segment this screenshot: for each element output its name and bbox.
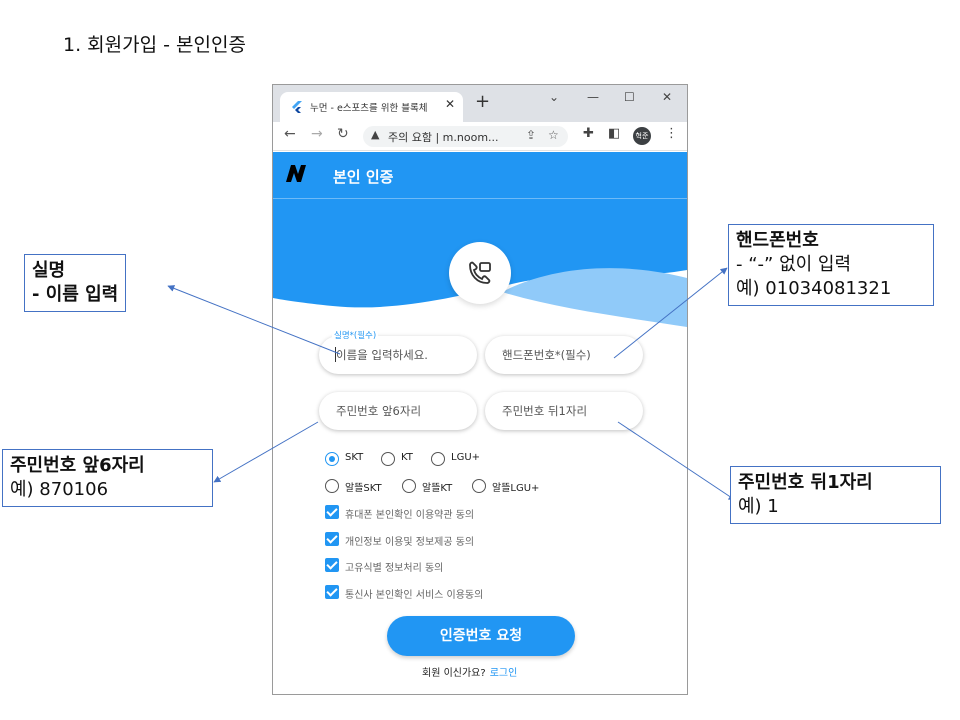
checkbox-label: 개인정보 이용및 정보제공 동의 (345, 537, 475, 548)
callout-text: 예) 01034081321 (736, 278, 892, 299)
phone-badge (449, 242, 511, 304)
checkbox-label: 고유식별 정보처리 동의 (345, 563, 444, 574)
menu-kebab-icon[interactable]: ⋮ (665, 126, 678, 141)
slide-title: 1. 회원가입 - 본인인증 (63, 34, 246, 56)
request-code-button[interactable]: 인증번호 요청 (387, 616, 575, 656)
callout-name: 실명 - 이름 입력 (24, 254, 127, 312)
warning-icon[interactable]: ▲ (371, 128, 380, 141)
checkbox-checked-icon (325, 532, 339, 546)
tab-search-icon[interactable]: ⌄ (549, 90, 560, 104)
callout-title: 주민번호 뒤1자리 (738, 472, 873, 493)
tab-bar: 누먼 - e스포츠를 위한 블록체 ✕ + ⌄ — ☐ ✕ (273, 85, 687, 122)
checkbox-checked-icon (325, 585, 339, 599)
phone-placeholder: 핸드폰번호*(필수) (502, 348, 591, 362)
callout-title: 실명 (32, 260, 66, 281)
name-placeholder: 이름을 입력하세요. (336, 348, 428, 362)
extensions-icon[interactable]: ✚ (583, 126, 594, 141)
reload-icon[interactable]: ↻ (337, 126, 349, 142)
url-input[interactable]: ▲ 주의 요함 | m.noom... ⇪ ☆ (363, 126, 568, 147)
checkbox-checked-icon (325, 505, 339, 519)
tab-title: 누먼 - e스포츠를 위한 블록체 (310, 103, 428, 114)
url-text: 주의 요함 | m.noom... (388, 131, 499, 144)
radio-label: LGU+ (451, 452, 481, 463)
login-link[interactable]: 로그인 (489, 668, 518, 679)
checkbox-checked-icon (325, 558, 339, 572)
rrn-front-placeholder: 주민번호 앞6자리 (336, 404, 422, 418)
header-divider (273, 198, 687, 199)
radio-label: 알뜰KT (422, 483, 453, 494)
bookmark-star-icon[interactable]: ☆ (548, 128, 559, 142)
callout-text: 예) 1 (738, 496, 779, 517)
name-input[interactable]: 실명*(필수) 이름을 입력하세요. (319, 329, 477, 374)
callout-phone: 핸드폰번호 - “-” 없이 입력 예) 01034081321 (728, 224, 934, 306)
flutter-favicon-icon (292, 101, 302, 113)
browser-window: 누먼 - e스포츠를 위한 블록체 ✕ + ⌄ — ☐ ✕ ← → ↻ ▲ 주의… (272, 84, 688, 695)
name-legend: 실명*(필수) (332, 329, 379, 341)
radio-label: 알뜰LGU+ (492, 483, 540, 494)
rrn-back-input[interactable]: 주민번호 뒤1자리 (485, 392, 643, 430)
callout-rrn-back: 주민번호 뒤1자리 예) 1 (730, 466, 941, 524)
app-content: 본인 인증 실명*(필수) 이름을 입력하세요. 핸드폰번호*(필수) 주민번호… (273, 152, 687, 694)
maximize-button[interactable]: ☐ (624, 90, 635, 104)
callout-title: 핸드폰번호 (736, 230, 819, 251)
share-icon[interactable]: ⇪ (526, 128, 537, 142)
minimize-button[interactable]: — (587, 90, 599, 104)
browser-tab[interactable]: 누먼 - e스포츠를 위한 블록체 ✕ (280, 92, 463, 122)
callout-rrn-front: 주민번호 앞6자리 예) 870106 (2, 449, 213, 507)
checkbox-label: 통신사 본인확인 서비스 이용동의 (345, 590, 484, 601)
close-window-button[interactable]: ✕ (662, 90, 673, 104)
rrn-front-input[interactable]: 주민번호 앞6자리 (319, 392, 477, 430)
back-arrow-icon[interactable]: ← (284, 126, 296, 142)
radio-label: KT (401, 452, 413, 463)
callout-title: 주민번호 앞6자리 (10, 455, 145, 476)
page-title: 본인 인증 (333, 168, 394, 186)
radio-unselected-icon (431, 452, 445, 466)
side-panel-icon[interactable]: ◧ (608, 126, 621, 141)
radio-unselected-icon (325, 479, 339, 493)
callout-text: - “-” 없이 입력 (736, 254, 852, 275)
radio-unselected-icon (402, 479, 416, 493)
app-logo (285, 165, 309, 188)
profile-avatar[interactable]: 혁준 (633, 127, 651, 145)
callout-text: - 이름 입력 (32, 284, 119, 305)
new-tab-button[interactable]: + (475, 91, 491, 112)
radio-label: 알뜰SKT (345, 483, 382, 494)
login-prompt: 회원 이신가요? (422, 668, 486, 679)
text-caret (335, 347, 336, 362)
callout-text: 예) 870106 (10, 479, 109, 500)
forward-arrow-icon[interactable]: → (311, 126, 323, 142)
login-row: 회원 이신가요?로그인 (422, 664, 517, 679)
radio-unselected-icon (472, 479, 486, 493)
phone-input[interactable]: 핸드폰번호*(필수) (485, 336, 643, 374)
radio-selected-icon (325, 452, 339, 466)
phone-icon (469, 261, 491, 284)
tab-close-icon[interactable]: ✕ (445, 97, 456, 111)
rrn-back-placeholder: 주민번호 뒤1자리 (502, 404, 588, 418)
radio-label: SKT (345, 452, 364, 463)
address-bar: ← → ↻ ▲ 주의 요함 | m.noom... ⇪ ☆ ✚ ◧ 혁준 ⋮ (273, 122, 687, 151)
checkbox-label: 휴대폰 본인확인 이용약관 동의 (345, 510, 475, 521)
radio-unselected-icon (381, 452, 395, 466)
